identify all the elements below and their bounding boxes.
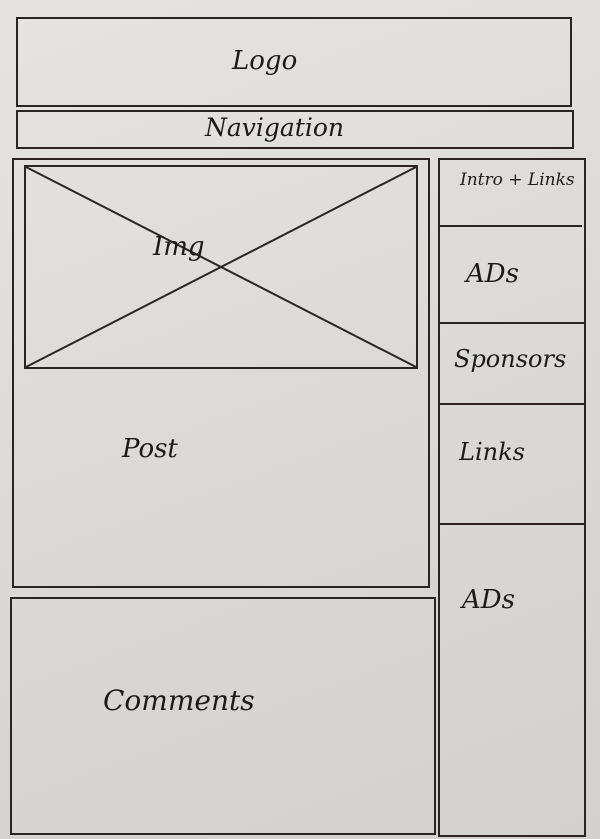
post-label: Post bbox=[122, 434, 178, 464]
sidebar-sponsors-label: Sponsors bbox=[454, 345, 567, 373]
navigation-bar bbox=[16, 110, 574, 149]
sidebar bbox=[438, 158, 586, 837]
sidebar-divider-4 bbox=[438, 523, 586, 525]
sidebar-divider-2 bbox=[438, 322, 584, 324]
sidebar-divider-1 bbox=[438, 225, 582, 227]
comments-label: Comments bbox=[103, 684, 255, 717]
sidebar-ads-bottom-label: ADs bbox=[462, 585, 515, 615]
sidebar-links-label: Links bbox=[459, 438, 525, 466]
sidebar-ads-top-label: ADs bbox=[466, 259, 519, 289]
logo-label: Logo bbox=[232, 46, 298, 76]
logo-box bbox=[16, 17, 572, 107]
navigation-label: Navigation bbox=[205, 113, 345, 142]
comments-section bbox=[10, 597, 436, 835]
post-container bbox=[12, 158, 430, 588]
sidebar-divider-3 bbox=[438, 403, 586, 405]
image-placeholder bbox=[24, 165, 418, 369]
sidebar-intro-links-label: Intro + Links bbox=[460, 170, 575, 190]
image-label: Img bbox=[153, 232, 205, 262]
